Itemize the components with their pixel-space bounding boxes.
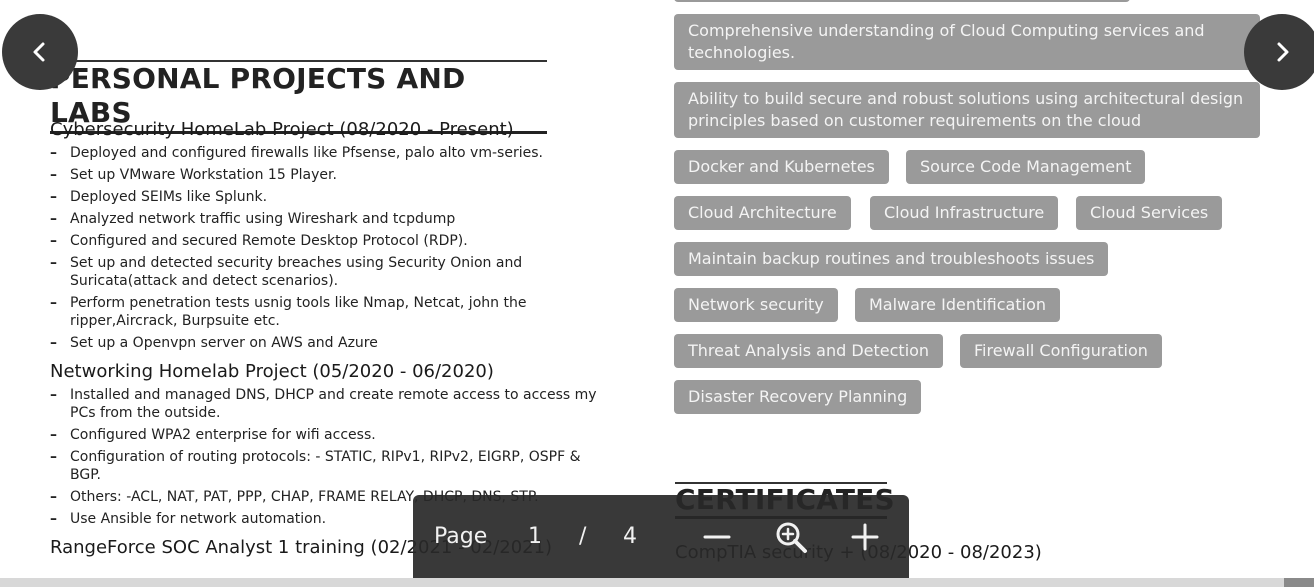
zoom-button[interactable]	[769, 515, 813, 559]
project-bullet: Perform penetration tests usnig tools li…	[50, 294, 610, 330]
skill-tag: Cloud Services	[1076, 196, 1223, 230]
current-page-number[interactable]: 1	[528, 524, 542, 549]
skill-tag: Network security	[674, 288, 838, 322]
skill-tag: Source Code Management	[906, 150, 1146, 184]
project-bullet: Analyzed network traffic using Wireshark…	[50, 210, 610, 228]
projects-heading: PERSONAL PROJECTS AND LABS	[50, 60, 547, 134]
skill-tag: Cloud Architecture	[674, 196, 851, 230]
pdf-viewer-toolbar: Page 1 / 4	[413, 495, 909, 578]
project-bullet: Configured and secured Remote Desktop Pr…	[50, 232, 610, 250]
project-bullet: Set up a Openvpn server on AWS and Azure	[50, 334, 610, 352]
skill-tag-partial	[674, 0, 1130, 2]
skill-tag: Threat Analysis and Detection	[674, 334, 944, 368]
project-bullet: Configured WPA2 enterprise for wifi acce…	[50, 426, 610, 444]
total-pages: 4	[623, 524, 637, 549]
plus-icon	[851, 523, 879, 551]
scrollbar-thumb[interactable]	[1284, 578, 1314, 587]
zoom-in-button[interactable]	[843, 515, 887, 559]
horizontal-scrollbar[interactable]	[0, 578, 1314, 587]
project-title: Cybersecurity HomeLab Project (08/2020 -…	[50, 119, 514, 140]
skill-tag: Ability to build secure and robust solut…	[674, 82, 1260, 138]
project-bullet: Set up VMware Workstation 15 Player.	[50, 166, 610, 184]
project-bullet: Deployed SEIMs like Splunk.	[50, 188, 610, 206]
skill-tag: Maintain backup routines and troubleshoo…	[674, 242, 1109, 276]
project-bullet: Installed and managed DNS, DHCP and crea…	[50, 386, 610, 422]
chevron-right-icon	[1277, 42, 1289, 62]
next-page-button[interactable]	[1244, 14, 1314, 90]
skill-tag: Firewall Configuration	[960, 334, 1162, 368]
projects-list: Cybersecurity HomeLab Project (08/2020 -…	[50, 118, 610, 568]
page-label: Page	[434, 524, 488, 549]
skill-tag: Malware Identification	[855, 288, 1061, 322]
project-bullet: Use Ansible for network automation.	[50, 510, 610, 528]
chevron-left-icon	[33, 42, 45, 62]
previous-page-button[interactable]	[2, 14, 78, 90]
minus-icon	[703, 535, 731, 539]
project-bullet: Set up and detected security breaches us…	[50, 254, 610, 290]
skill-tag: Disaster Recovery Planning	[674, 380, 922, 414]
project-title: Networking Homelab Project (05/2020 - 06…	[50, 361, 494, 382]
project-bullets: Installed and managed DNS, DHCP and crea…	[50, 386, 610, 528]
skill-tag: Comprehensive understanding of Cloud Com…	[674, 14, 1260, 70]
magnifier-plus-icon	[776, 522, 807, 553]
project-item: Networking Homelab Project (05/2020 - 06…	[50, 360, 610, 528]
project-bullet: Deployed and configured firewalls like P…	[50, 144, 610, 162]
zoom-out-button[interactable]	[695, 515, 739, 559]
project-bullet: Configuration of routing protocols: - ST…	[50, 448, 610, 484]
skill-tag: Cloud Infrastructure	[870, 196, 1059, 230]
page-separator: /	[579, 524, 587, 549]
project-item: Cybersecurity HomeLab Project (08/2020 -…	[50, 118, 610, 352]
skill-tag: Docker and Kubernetes	[674, 150, 889, 184]
project-bullets: Deployed and configured firewalls like P…	[50, 144, 610, 352]
